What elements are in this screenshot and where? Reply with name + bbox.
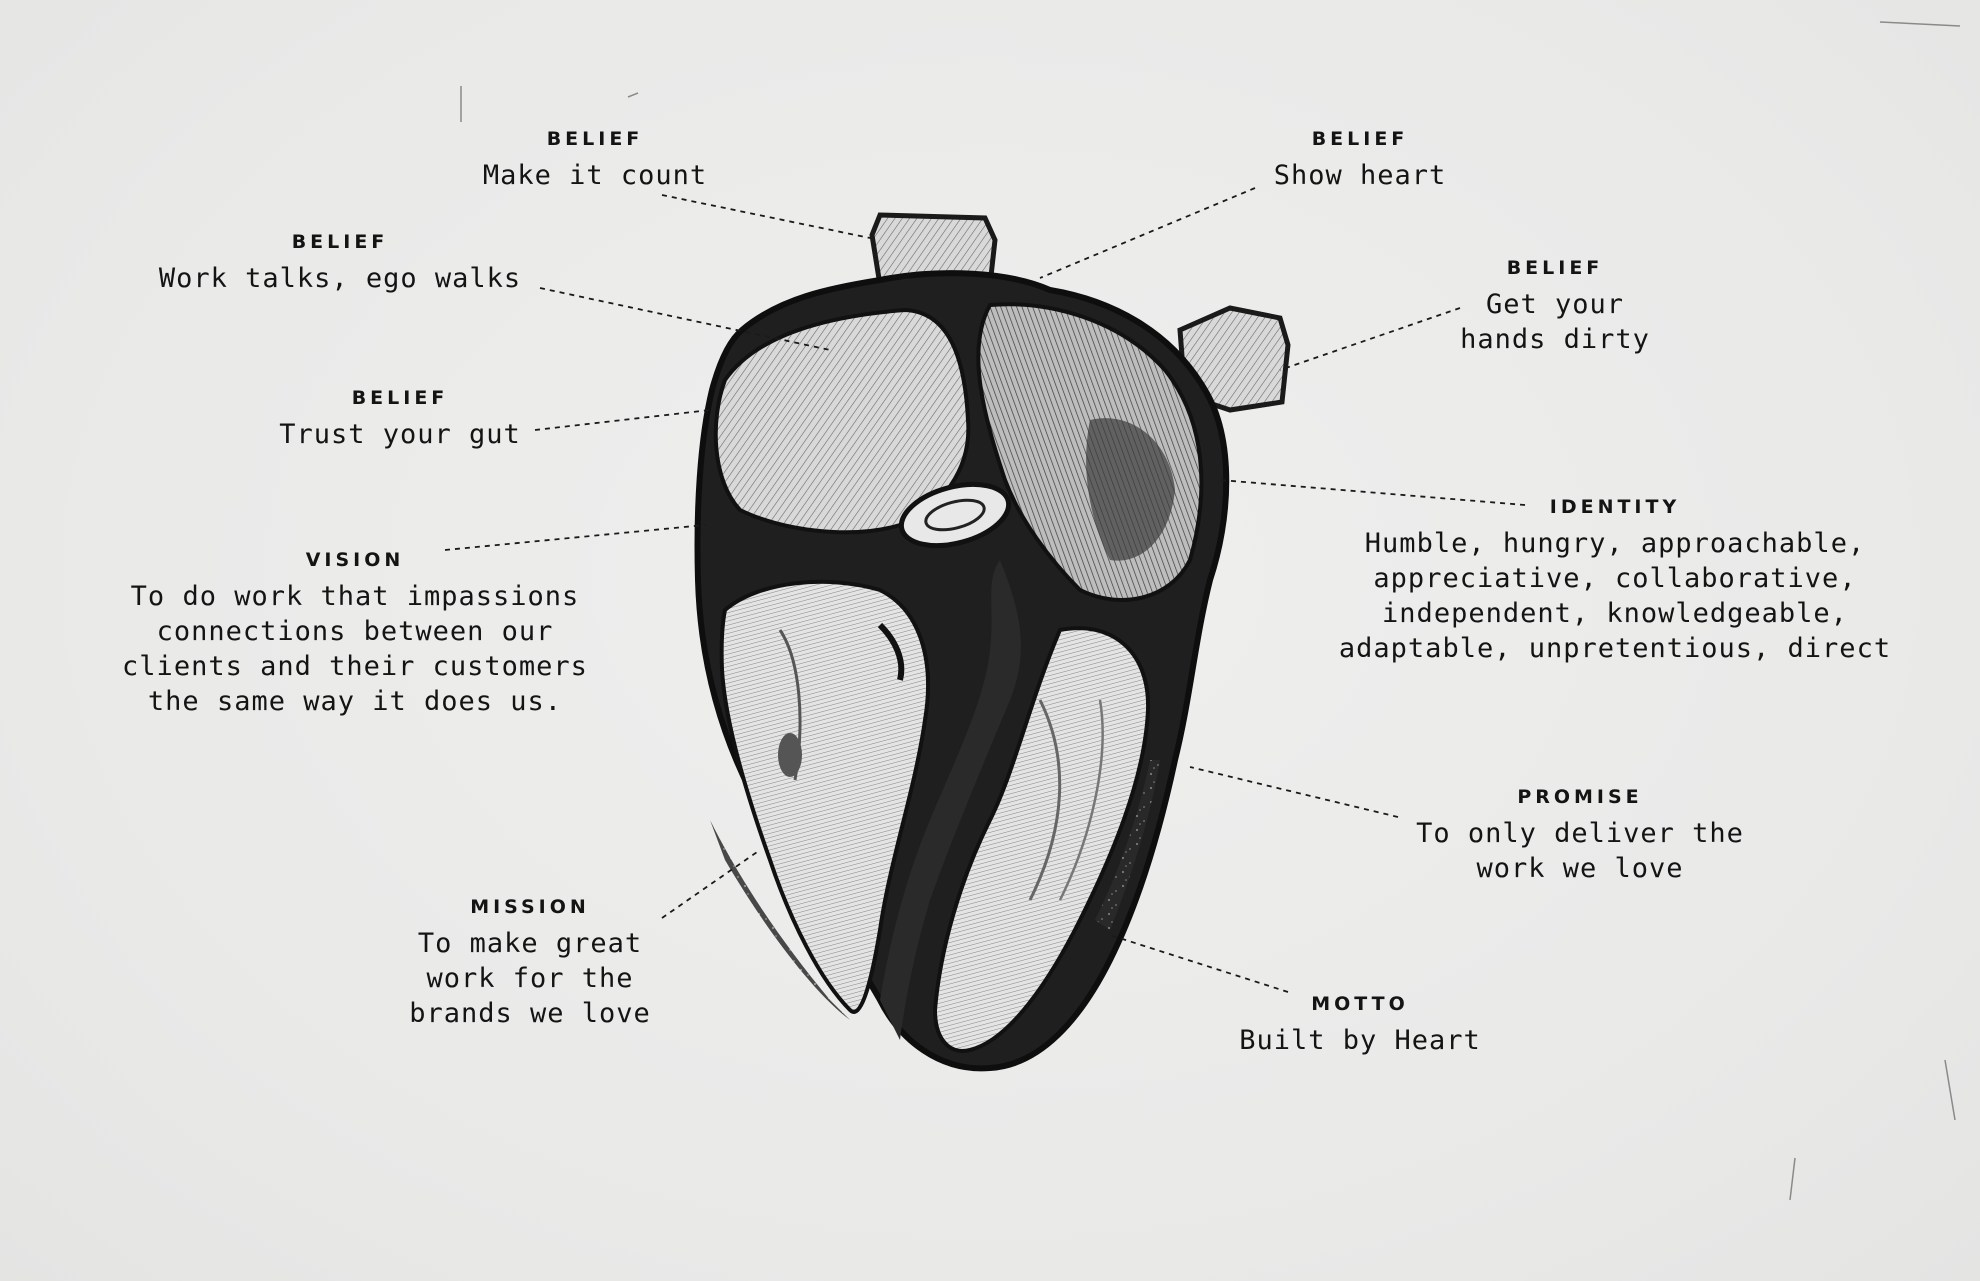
leader-make-it-count — [662, 195, 870, 238]
leader-trust-gut — [535, 410, 710, 430]
annotation-promise: PROMISE To only deliver the work we love — [1390, 786, 1770, 886]
annotation-text: Built by Heart — [1210, 1023, 1510, 1058]
annotation-kicker: BELIEF — [1425, 257, 1685, 279]
annotation-kicker: BELIEF — [1210, 128, 1510, 150]
annotation-kicker: BELIEF — [440, 128, 750, 150]
annotation-kicker: MISSION — [385, 896, 675, 918]
annotation-text: Work talks, ego walks — [140, 261, 540, 296]
annotation-text: Trust your gut — [265, 417, 535, 452]
annotation-belief-make-it-count: BELIEF Make it count — [440, 128, 750, 193]
annotation-kicker: BELIEF — [140, 231, 540, 253]
annotation-text: Show heart — [1210, 158, 1510, 193]
leader-motto — [1110, 935, 1288, 992]
annotation-kicker: MOTTO — [1210, 993, 1510, 1015]
annotation-kicker: VISION — [95, 549, 615, 571]
leader-vision — [445, 525, 705, 550]
annotation-text: Humble, hungry, approachable, appreciati… — [1320, 526, 1910, 666]
annotation-belief-hands-dirty: BELIEF Get your hands dirty — [1425, 257, 1685, 357]
annotation-text: Get your hands dirty — [1425, 287, 1685, 357]
leader-promise — [1190, 767, 1398, 817]
leader-show-heart — [1040, 188, 1255, 278]
annotation-belief-show-heart: BELIEF Show heart — [1210, 128, 1510, 193]
annotation-motto: MOTTO Built by Heart — [1210, 993, 1510, 1058]
annotation-text: To only deliver the work we love — [1390, 816, 1770, 886]
heart-illustration — [698, 215, 1288, 1068]
annotation-text: To do work that impassions connections b… — [95, 579, 615, 719]
annotation-text: Make it count — [440, 158, 750, 193]
annotation-text: To make great work for the brands we lov… — [385, 926, 675, 1031]
annotation-belief-work-talks: BELIEF Work talks, ego walks — [140, 231, 540, 296]
annotation-kicker: PROMISE — [1390, 786, 1770, 808]
annotation-kicker: BELIEF — [265, 387, 535, 409]
annotation-identity: IDENTITY Humble, hungry, approachable, a… — [1320, 496, 1910, 666]
annotation-kicker: IDENTITY — [1320, 496, 1910, 518]
annotation-mission: MISSION To make great work for the brand… — [385, 896, 675, 1031]
annotation-vision: VISION To do work that impassions connec… — [95, 549, 615, 719]
annotation-belief-trust-gut: BELIEF Trust your gut — [265, 387, 535, 452]
